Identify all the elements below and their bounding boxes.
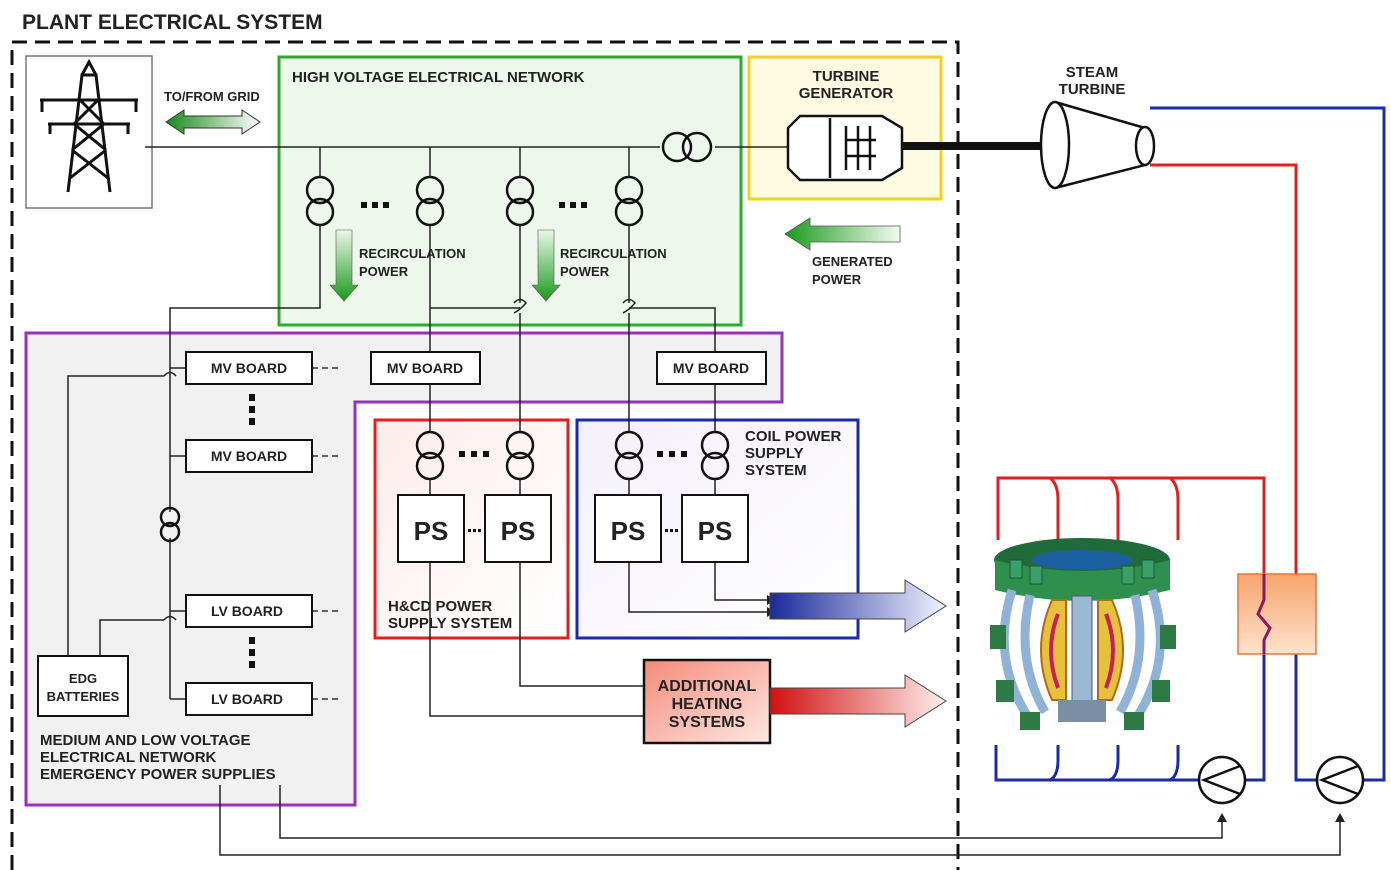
- ps-box-4: PS: [681, 494, 749, 563]
- recirculation-arrow-2: [531, 229, 561, 302]
- recirculation-label-2a: RECIRCULATION: [560, 246, 667, 261]
- turbine-generator-label-1: TURBINE: [813, 68, 880, 85]
- steam-turbine-label-1: STEAM: [1066, 64, 1119, 81]
- mv-board-1: MV BOARD: [185, 351, 313, 385]
- pump-icon-1: [1197, 755, 1247, 805]
- coil-power-arrow: [769, 579, 947, 633]
- ps-ellipsis-dots: [459, 451, 687, 457]
- mlv-label-1: MEDIUM AND LOW VOLTAGE: [40, 732, 251, 749]
- turbine-generator-label-2: GENERATOR: [799, 85, 894, 102]
- grid-pylon-icon: [25, 55, 153, 209]
- edg-label-1: EDG: [69, 671, 97, 686]
- mlv-label-2: ELECTRICAL NETWORK: [40, 749, 217, 766]
- coil-label-1: COIL POWER: [745, 428, 842, 445]
- mv-board-label: MV BOARD: [387, 360, 463, 376]
- mv-lv-transformer-icon: [159, 506, 181, 543]
- heat-exchanger-icon: [1237, 573, 1317, 655]
- additional-label-2: HEATING: [672, 696, 743, 713]
- mv-board-label: MV BOARD: [673, 360, 749, 376]
- coil-label-2: SUPPLY: [745, 445, 804, 462]
- ps-transformer-feeds: [429, 479, 716, 495]
- mv-board-label: MV BOARD: [211, 360, 287, 376]
- hv-ellipsis-dots: [361, 202, 587, 208]
- mv-board-label: MV BOARD: [211, 448, 287, 464]
- recirculation-label-2b: POWER: [560, 264, 610, 279]
- board-ellipsis-dots: [249, 394, 255, 668]
- ps-small-dots: [468, 529, 678, 532]
- ps-label: PS: [414, 516, 449, 546]
- diagram-title: PLANT ELECTRICAL SYSTEM: [22, 11, 323, 34]
- tokamak-reactor-icon: [990, 538, 1176, 730]
- coil-label-3: SYSTEM: [745, 462, 807, 479]
- steam-turbine-label-2: TURBINE: [1059, 81, 1126, 98]
- hv-network-label: HIGH VOLTAGE ELECTRICAL NETWORK: [292, 69, 585, 86]
- plant-boundary: [10, 40, 960, 870]
- generator-icon: [786, 114, 904, 182]
- heating-power-arrow: [769, 674, 947, 728]
- edg-label-2: BATTERIES: [47, 689, 120, 704]
- lv-board-1: LV BOARD: [185, 594, 313, 628]
- mv-board-3: MV BOARD: [370, 351, 481, 385]
- mv-board-4: MV BOARD: [656, 351, 767, 385]
- lv-board-2: LV BOARD: [185, 682, 313, 716]
- ps-box-3: PS: [594, 494, 662, 563]
- hv-network-box: [277, 55, 743, 327]
- mlv-label-3: EMERGENCY POWER SUPPLIES: [40, 766, 276, 783]
- hv-transformer-taps: [319, 147, 630, 177]
- ps-label: PS: [698, 516, 733, 546]
- grid-exchange-arrow: [165, 109, 261, 135]
- pump-icon-2: [1315, 755, 1365, 805]
- additional-heating-box: ADDITIONAL HEATING SYSTEMS: [642, 658, 772, 745]
- ps-box-1: PS: [397, 494, 465, 563]
- ps-box-2: PS: [484, 494, 552, 563]
- ps-label: PS: [611, 516, 646, 546]
- lv-board-label: LV BOARD: [211, 691, 283, 707]
- generated-label-2: POWER: [812, 272, 862, 287]
- hcd-label-1: H&CD POWER: [388, 598, 492, 615]
- feeder-wiring: [67, 225, 1341, 856]
- steam-turbine-icon: [1039, 100, 1156, 190]
- ps-label: PS: [501, 516, 536, 546]
- generated-power-arrow: [784, 217, 901, 251]
- to-from-grid-label: TO/FROM GRID: [164, 89, 260, 104]
- mv-board-2: MV BOARD: [185, 439, 313, 473]
- generated-label-1: GENERATED: [812, 254, 893, 269]
- recirculation-label-1a: RECIRCULATION: [359, 246, 466, 261]
- additional-label-1: ADDITIONAL: [658, 678, 757, 695]
- additional-label-3: SYSTEMS: [669, 714, 746, 731]
- hcd-label-2: SUPPLY SYSTEM: [388, 615, 512, 632]
- turbine-shaft: [902, 142, 1050, 150]
- recirculation-label-1b: POWER: [359, 264, 409, 279]
- coolant-piping: [994, 106, 1386, 782]
- lv-board-label: LV BOARD: [211, 603, 283, 619]
- recirculation-arrow-1: [329, 229, 359, 302]
- edg-batteries-box: EDG BATTERIES: [37, 655, 129, 717]
- main-transformer-icon: [661, 131, 713, 163]
- board-stubs: [312, 367, 342, 700]
